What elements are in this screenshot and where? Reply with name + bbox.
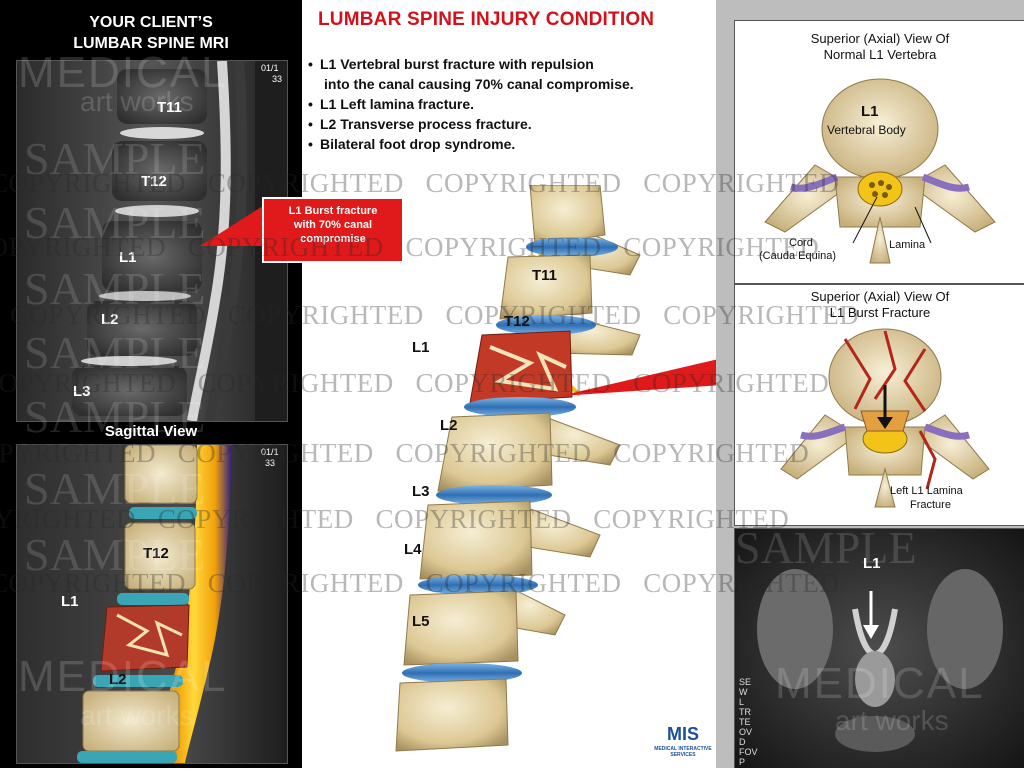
mri-stat: FOV: [739, 747, 758, 757]
spine-label-l5: L5: [412, 613, 430, 630]
normal-label-lamina: Lamina: [889, 239, 926, 251]
bullet-text: Bilateral foot drop syndrome.: [320, 136, 516, 152]
mri-stat: W: [739, 687, 748, 697]
axial-fracture-title-1: Superior (Axial) View Of: [810, 289, 950, 304]
burst-fracture-callout: L1 Burst fracture with 70% canal comprom…: [262, 197, 404, 263]
fracture-vertebra-graphic: [780, 328, 990, 508]
mri-stat: TE: [739, 717, 751, 727]
axial-normal-title-1: Superior (Axial) View Of: [810, 31, 950, 46]
mri-stat: OV: [739, 727, 753, 737]
sagittal-view-label: Sagittal View: [104, 423, 198, 440]
bullet-text: L1 Vertebral burst fracture with repulsi…: [320, 56, 594, 72]
mri-corner-text-2: 33: [272, 74, 283, 84]
mri-label-l2: L2: [101, 311, 119, 328]
mri-stat: D: [739, 737, 746, 747]
sagittal-mri-graphic: [17, 61, 287, 421]
left-panel-title: YOUR CLIENT’S LUMBAR SPINE MRI: [0, 12, 302, 54]
sagittal-illustration-overlay: T12 L1 L2 01/1 33: [16, 444, 288, 764]
normal-label-cauda: (Cauda Equina): [759, 250, 837, 262]
bullet-item: • L1 Vertebral burst fracture with repuls…: [308, 54, 716, 74]
fracture-label-lamina-2: Fracture: [910, 499, 951, 511]
bullet-item: • L1 Left lamina fracture.: [308, 94, 716, 114]
left-title-line1: YOUR CLIENT’S: [89, 14, 213, 31]
bullet-text: L2 Transverse process fracture.: [320, 116, 532, 132]
sagittal-mri-image: T11 T12 L1 L2 L3 01/1 33: [16, 60, 288, 422]
spine-label-t11: T11: [532, 267, 558, 284]
spine-label-l1: L1: [412, 339, 430, 356]
normal-label-cord: Cord: [789, 237, 813, 249]
callout-line2: with 70% canal: [293, 219, 373, 231]
bullet-dot-icon: •: [308, 136, 313, 152]
axial-mri-image: L1 SE W L TR TE OV D FOV P SA SAMPLE MED…: [734, 528, 1024, 768]
lumbar-spine-illustration: T11 T12 L1 L2 L3 L4 L5: [340, 184, 660, 765]
mri-stat: L: [739, 697, 745, 707]
spine-label-l3: L3: [412, 483, 430, 500]
left-title-line2: LUMBAR SPINE MRI: [73, 35, 229, 52]
axial-normal-panel: Superior (Axial) View Of Normal L1 Verte…: [734, 20, 1024, 284]
overlay-label-l1: L1: [61, 593, 79, 610]
spine-label-l2: L2: [440, 417, 458, 434]
bullet-dot-icon: •: [308, 56, 313, 72]
overlay-label-t12: T12: [143, 545, 169, 562]
overlay-corner-text: 01/1: [261, 447, 279, 457]
bullet-item: • L2 Transverse process fracture.: [308, 114, 716, 134]
spine-label-l4: L4: [404, 541, 422, 558]
spine-graphic: [395, 184, 641, 752]
mis-logo-tagline: MEDICAL INTERACTIVE SERVICES: [654, 746, 712, 758]
left-panel: YOUR CLIENT’S LUMBAR SPINE MRI: [0, 0, 302, 768]
normal-vertebra-graphic: [764, 78, 996, 264]
mri-label-l1: L1: [119, 249, 137, 266]
mri-stat: SE: [739, 677, 752, 687]
fracture-label-lamina-1: Left L1 Lamina: [890, 485, 963, 497]
axial-mri-stats: SE W L TR TE OV D FOV P SA: [739, 677, 758, 768]
axial-fracture-title-2: L1 Burst Fracture: [829, 305, 931, 320]
normal-label-level: L1: [861, 103, 879, 120]
bullet-text: L1 Left lamina fracture.: [320, 96, 475, 112]
callout-line3: compromise: [300, 233, 366, 245]
mri-label-t11: T11: [157, 99, 183, 116]
mri-label-t12: T12: [141, 173, 167, 190]
mri-stat: P: [739, 757, 746, 767]
bullet-item: into the canal causing 70% canal comprom…: [308, 74, 716, 94]
axial-mri-graphic: [735, 529, 1024, 768]
mri-corner-text: 01/1: [261, 63, 279, 73]
callout-line1: L1 Burst fracture: [288, 205, 378, 217]
overlay-label-l2: L2: [109, 671, 127, 688]
normal-label-body: Vertebral Body: [827, 123, 906, 137]
bullet-dot-icon: •: [308, 116, 313, 132]
axial-normal-title-2: Normal L1 Vertebra: [823, 47, 937, 62]
mis-logo-text: MIS: [666, 724, 699, 744]
overlay-graphic: [17, 445, 287, 763]
bullet-text: into the canal causing 70% canal comprom…: [324, 76, 634, 92]
spine-label-t12: T12: [504, 313, 530, 330]
axial-mri-label-l1: L1: [863, 555, 881, 572]
mis-logo: MIS MEDICAL INTERACTIVE SERVICES: [648, 724, 718, 758]
page-title: LUMBAR SPINE INJURY CONDITION: [318, 9, 655, 30]
bullet-item: • Bilateral foot drop syndrome.: [308, 134, 716, 154]
overlay-corner-text-2: 33: [265, 458, 276, 468]
callout-pointer: [200, 204, 266, 246]
bullet-dot-icon: •: [308, 96, 313, 112]
axial-fracture-panel: Superior (Axial) View Of L1 Burst Fractu…: [734, 284, 1024, 526]
mri-stat: TR: [739, 707, 751, 717]
mri-label-l3: L3: [73, 383, 91, 400]
injury-bullet-list: • L1 Vertebral burst fracture with repuls…: [308, 54, 716, 154]
right-panel: Superior (Axial) View Of Normal L1 Verte…: [716, 0, 1024, 768]
